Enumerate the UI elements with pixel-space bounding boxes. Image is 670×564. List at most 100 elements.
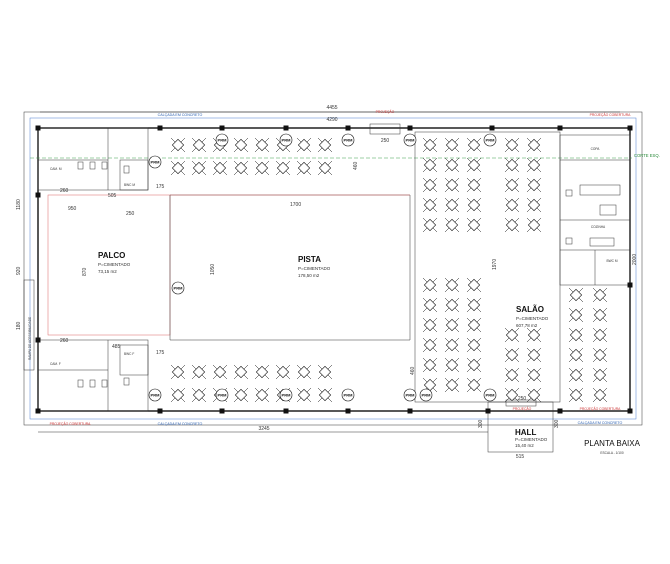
table-set: [444, 297, 460, 313]
table-set: [275, 364, 291, 380]
dim-260-bot: 260: [60, 338, 69, 344]
table-set: [504, 137, 520, 153]
structural-column: [557, 408, 563, 414]
table-set: [191, 364, 207, 380]
dim-overall-top: 4455: [326, 105, 337, 111]
table-set: [526, 137, 542, 153]
prm-marker: PRM: [341, 388, 355, 402]
table-set: [526, 327, 542, 343]
prm-marker: PRM: [483, 133, 497, 147]
bwc-kitchen-label: BWC M: [607, 259, 618, 263]
prm-marker: PRM: [148, 388, 162, 402]
table-set: [296, 364, 312, 380]
table-set: [526, 347, 542, 363]
svg-text:PRM: PRM: [422, 393, 432, 398]
table-set: [296, 160, 312, 176]
table-set: [568, 307, 584, 323]
bathroom-top-block: [37, 127, 149, 191]
dim-2000: 2000: [632, 254, 638, 265]
cam-bot-label: CAM. F: [50, 362, 61, 366]
calcada-bottom-label: CALÇADA EM CONCRETO: [158, 422, 203, 426]
table-set: [466, 217, 482, 233]
ramp: [23, 279, 35, 371]
prm-marker: PRM: [403, 133, 417, 147]
prm-marker: PRM: [215, 133, 229, 147]
table-set: [254, 160, 270, 176]
structural-column: [627, 408, 633, 414]
table-set: [526, 157, 542, 173]
table-set: [504, 177, 520, 193]
table-set: [568, 327, 584, 343]
palco-area-value: 73,15 m2: [98, 269, 117, 274]
table-set: [466, 277, 482, 293]
table-set: [233, 137, 249, 153]
dim-460-bot: 460: [410, 366, 416, 375]
table-set: [466, 177, 482, 193]
table-set: [526, 197, 542, 213]
dim-460-top: 460: [353, 161, 359, 170]
columns: [35, 125, 633, 414]
pista-floor: P=CIMENTADO: [298, 266, 331, 271]
table-set: [466, 357, 482, 373]
hall-door: [505, 399, 537, 407]
table-set: [170, 160, 186, 176]
dim-palco-h: 870: [82, 267, 88, 276]
table-set: [191, 160, 207, 176]
table-set: [592, 327, 608, 343]
table-set: [444, 277, 460, 293]
table-set: [170, 387, 186, 403]
structural-column: [557, 125, 563, 131]
svg-text:PRM: PRM: [282, 393, 292, 398]
svg-text:PRM: PRM: [151, 393, 161, 398]
structural-column: [627, 282, 633, 288]
structural-column: [485, 408, 491, 414]
table-set: [568, 387, 584, 403]
dim-pista-w: 1700: [290, 202, 301, 208]
projecao-bottom-right-label: PROJEÇÃO COBERTURA: [580, 406, 622, 411]
table-set: [444, 337, 460, 353]
table-set: [504, 367, 520, 383]
table-set: [296, 387, 312, 403]
table-set: [422, 377, 438, 393]
dim-palco-w: 950: [68, 206, 77, 212]
prm-marker: PRM: [419, 388, 433, 402]
table-set: [422, 357, 438, 373]
table-set: [444, 377, 460, 393]
structural-column: [157, 408, 163, 414]
table-set: [422, 317, 438, 333]
pista-name: PISTA: [298, 255, 321, 264]
structural-column: [219, 408, 225, 414]
structural-column: [35, 125, 41, 131]
table-set: [444, 157, 460, 173]
table-set: [212, 364, 228, 380]
dim-515: 515: [516, 454, 525, 460]
table-set: [568, 287, 584, 303]
table-set: [466, 317, 482, 333]
table-set: [466, 377, 482, 393]
table-set: [526, 177, 542, 193]
table-set: [504, 347, 520, 363]
dim-250: 250: [126, 211, 135, 217]
svg-text:PRM: PRM: [151, 160, 161, 165]
svg-text:PRM: PRM: [282, 138, 292, 143]
table-set: [444, 197, 460, 213]
structural-column: [627, 125, 633, 131]
hall-area-value: 15,40 m2: [515, 443, 534, 448]
table-set: [191, 137, 207, 153]
table-set: [466, 157, 482, 173]
dim-inner-top: 4290: [326, 117, 337, 123]
cozinha-label: COZINHA: [591, 225, 606, 229]
prm-marker: PRM: [279, 133, 293, 147]
table-set: [444, 317, 460, 333]
kitchen-counters: [565, 184, 621, 247]
top-door: [369, 123, 401, 135]
corte-label: CORTE ESQ.: [634, 153, 660, 158]
table-set: [422, 177, 438, 193]
hall-name: HALL: [515, 428, 536, 437]
calcada-top-label: CALÇADA EM CONCRETO: [158, 113, 203, 117]
dim-bottom: 3245: [258, 426, 269, 432]
projecao-bottom-label: PROJEÇÃO COBERTURA: [50, 421, 92, 426]
structural-column: [157, 125, 163, 131]
table-set: [317, 364, 333, 380]
